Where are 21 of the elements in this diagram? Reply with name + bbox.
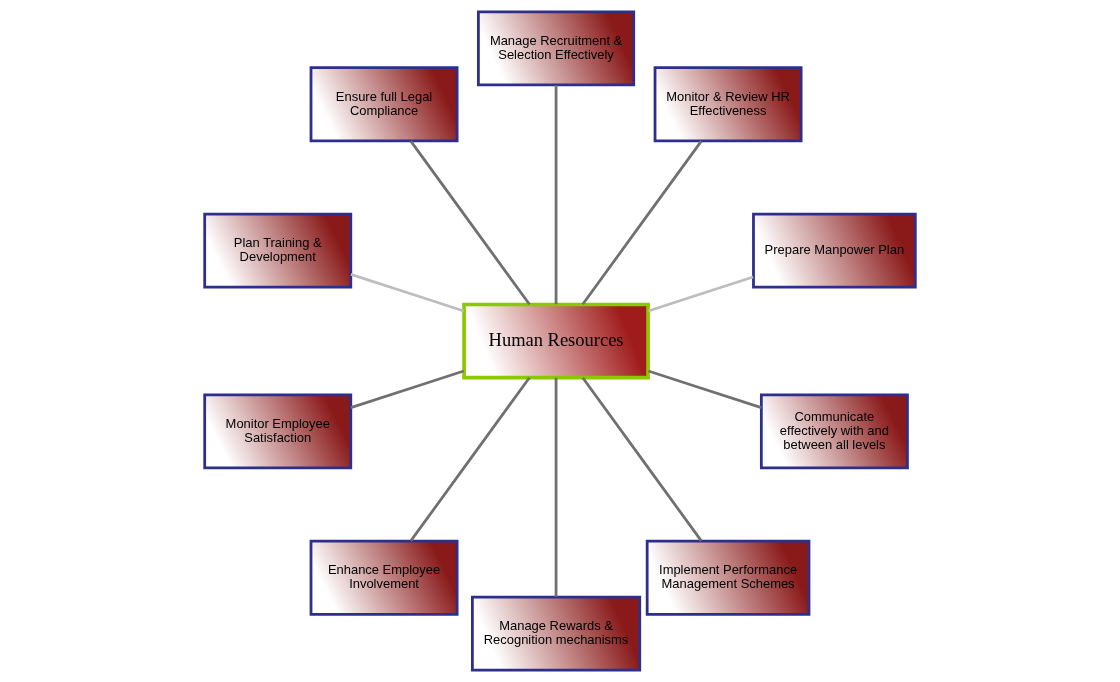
node-box: Human Resources xyxy=(462,302,650,380)
node-box: Manage Recruitment & Selection Effectively xyxy=(477,10,636,87)
node-box: Ensure full Legal Compliance xyxy=(309,66,459,143)
connector xyxy=(581,376,703,542)
connector xyxy=(350,273,465,313)
node-box: Enhance Employee Involvement xyxy=(309,539,459,616)
connector xyxy=(554,85,558,305)
node-box: Monitor & Review HR Effectiveness xyxy=(653,66,803,143)
node-box: Prepare Manpower Plan xyxy=(752,212,917,289)
node-box: Implement Performance Management Schemes xyxy=(645,539,811,616)
connector xyxy=(409,140,531,306)
connector xyxy=(554,377,558,597)
connector xyxy=(409,376,531,542)
connector xyxy=(647,275,754,313)
connector xyxy=(581,140,703,306)
connector xyxy=(647,369,762,409)
connector xyxy=(350,369,465,409)
node-box: Plan Training & Development xyxy=(203,212,353,289)
node-box: Monitor Employee Satisfaction xyxy=(203,393,353,470)
node-box: Manage Rewards & Recognition mechanisms xyxy=(471,595,642,672)
node-box: Communicate effectively with and between all levels xyxy=(759,393,909,470)
